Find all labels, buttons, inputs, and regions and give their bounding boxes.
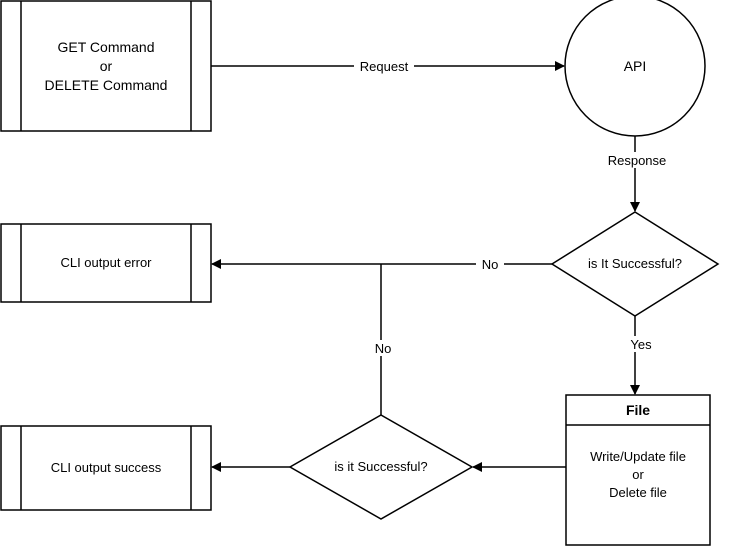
edge-label-no-api: No bbox=[476, 256, 504, 272]
file-line2: or bbox=[632, 467, 644, 482]
file-container bbox=[565, 394, 711, 546]
cli-success-box bbox=[0, 425, 212, 511]
decision-api-label: is It Successful? bbox=[588, 256, 682, 271]
file-body: Write/Update file or Delete file bbox=[566, 425, 710, 525]
cli-error-box bbox=[0, 223, 212, 303]
cli-success-label: CLI output success bbox=[50, 460, 162, 475]
cli-error-label: CLI output error bbox=[60, 255, 152, 270]
edge-label-yes-api: Yes bbox=[624, 336, 658, 352]
command-line1: GET Command bbox=[57, 38, 155, 55]
file-line3: Delete file bbox=[609, 485, 667, 500]
edge-label-request: Request bbox=[354, 58, 414, 74]
edge-label-no-file: No bbox=[369, 340, 397, 356]
api-label: API bbox=[623, 57, 647, 74]
file-line1: Write/Update file bbox=[590, 449, 686, 464]
command-line2: or bbox=[99, 57, 113, 74]
edge-label-response: Response bbox=[602, 152, 672, 168]
command-line3: DELETE Command bbox=[44, 76, 168, 93]
file-header: File bbox=[625, 402, 651, 418]
decision-file-label: is it Successful? bbox=[334, 459, 428, 474]
command-process-box bbox=[0, 0, 212, 132]
decision-file-diamond bbox=[288, 414, 474, 520]
command-label: GET Command or DELETE Command bbox=[21, 1, 191, 131]
